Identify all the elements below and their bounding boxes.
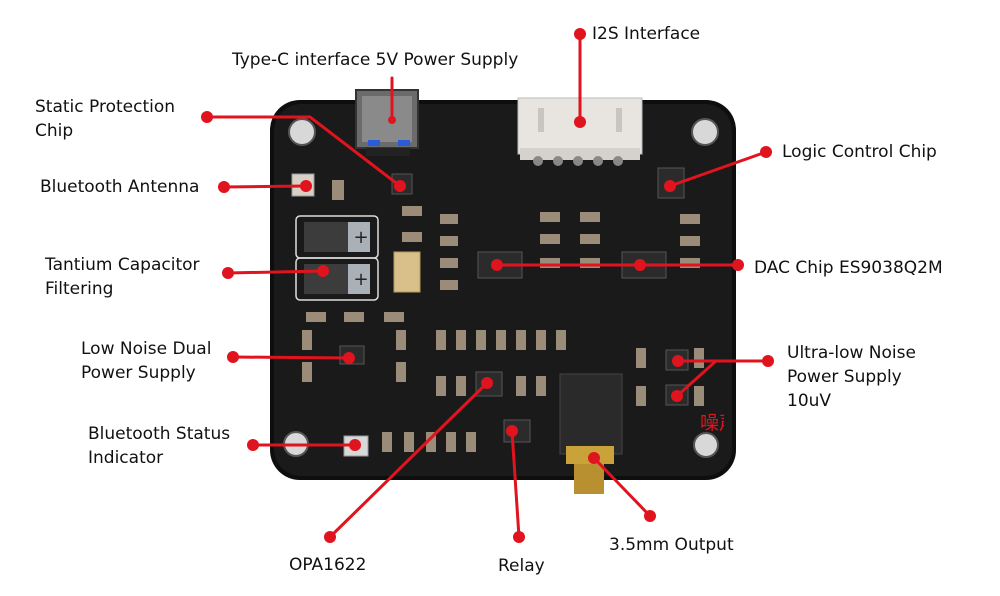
label-relay: Relay (498, 554, 545, 578)
callout-dot (664, 180, 676, 192)
label-line: Static Protection (35, 97, 176, 117)
label-static-protection: Static Protection Chip (35, 95, 175, 143)
callout-dot (324, 531, 336, 543)
callout-line-logic (668, 150, 768, 188)
tantalum-capacitors: + + (295, 215, 379, 301)
callout-line-antenna (222, 184, 308, 189)
callout-dot (762, 355, 774, 367)
callout-dot (481, 377, 493, 389)
callout-dot (574, 28, 586, 40)
label-tantalum: Tantium Capacitor Filtering (45, 253, 200, 301)
label-bt-status: Bluetooth Status Indicator (88, 422, 230, 470)
callout-dot (317, 265, 329, 277)
callout-dot (574, 116, 586, 128)
label-line: Power Supply (81, 363, 196, 383)
mounting-hole (288, 118, 316, 146)
label-type-c: Type-C interface 5V Power Supply (232, 48, 518, 72)
callout-lines (205, 32, 770, 539)
smd-components (302, 180, 704, 452)
label-dual-supply: Low Noise Dual Power Supply (81, 337, 211, 385)
label-line: Bluetooth Antenna (40, 177, 200, 197)
svg-text:+: + (353, 269, 368, 290)
label-line: Bluetooth Status (88, 424, 231, 444)
callout-dot (388, 116, 396, 124)
callout-line-dual (231, 355, 351, 360)
label-dac: DAC Chip ES9038Q2M (754, 256, 943, 280)
callout-dot (247, 439, 259, 451)
callout-dot (760, 146, 772, 158)
callout-line-ulnps-2 (675, 359, 718, 398)
label-opa: OPA1622 (289, 553, 366, 577)
callout-dot (732, 259, 744, 271)
mounting-hole (693, 432, 719, 458)
label-output: 3.5mm Output (609, 533, 734, 557)
callout-line-relay (510, 429, 521, 539)
label-line: Indicator (88, 448, 164, 468)
callout-dot (227, 351, 239, 363)
label-line: Chip (35, 121, 74, 141)
crystal-oscillator (393, 251, 421, 293)
label-i2s: I2S Interface (592, 22, 700, 46)
label-logic-control: Logic Control Chip (782, 140, 937, 164)
callout-dot (222, 267, 234, 279)
label-line: DAC Chip ES9038Q2M (754, 258, 943, 278)
callout-dot (491, 259, 503, 271)
svg-text:+: + (353, 227, 368, 248)
overlay-noise-text: 噪声 (700, 412, 724, 434)
label-line: OPA1622 (289, 555, 367, 575)
callout-dot (513, 531, 525, 543)
label-line: I2S Interface (592, 24, 701, 44)
usb-c-connector (355, 89, 419, 156)
callout-dot (343, 352, 355, 364)
label-line: Type-C interface 5V Power Supply (232, 50, 519, 70)
callout-dots (201, 28, 774, 543)
callout-line-opa (328, 381, 489, 539)
label-line: Power Supply (787, 367, 902, 387)
callout-dot (201, 111, 213, 123)
callout-line-tantalum (226, 269, 325, 275)
label-line: 10uV (787, 391, 832, 411)
callout-dot (506, 425, 518, 437)
callout-line-output (592, 456, 652, 518)
mounting-hole (691, 118, 719, 146)
callout-line-static (205, 115, 402, 188)
label-ultra-low-noise: Ultra-low Noise Power Supply 10uV (787, 341, 916, 413)
label-line: Low Noise Dual (81, 339, 212, 359)
label-bt-antenna: Bluetooth Antenna (40, 175, 199, 199)
callout-dot (218, 181, 230, 193)
callout-dot (634, 259, 646, 271)
callout-dot (394, 180, 406, 192)
callout-dot (672, 355, 684, 367)
callout-dot (300, 180, 312, 192)
label-line: Tantium Capacitor (45, 255, 200, 275)
callout-dot (349, 439, 361, 451)
label-line: Filtering (45, 279, 114, 299)
label-line: Relay (498, 556, 545, 576)
opa1622-chip (475, 371, 503, 397)
label-line: Ultra-low Noise (787, 343, 916, 363)
callout-dot (588, 452, 600, 464)
callout-dot (671, 390, 683, 402)
audio-jack (559, 373, 623, 494)
callout-dot (644, 510, 656, 522)
label-line: 3.5mm Output (609, 535, 734, 555)
label-line: Logic Control Chip (782, 142, 937, 162)
